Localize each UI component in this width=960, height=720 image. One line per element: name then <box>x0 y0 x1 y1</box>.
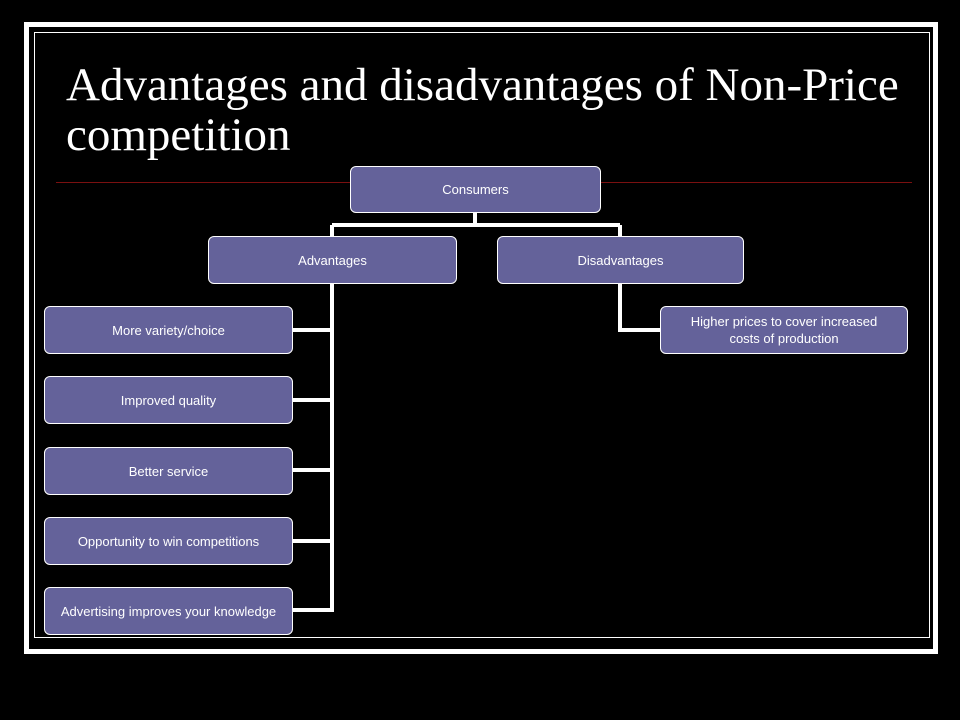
node-advantage-item: Improved quality <box>44 376 293 424</box>
node-advantages: Advantages <box>208 236 457 284</box>
node-disadvantage-item: Higher prices to cover increased costs o… <box>660 306 908 354</box>
slide-border-outer <box>24 22 938 654</box>
slide-title: Advantages and disadvantages of Non-Pric… <box>66 59 899 161</box>
node-consumers: Consumers <box>350 166 601 213</box>
node-advantage-item: Advertising improves your knowledge <box>44 587 293 635</box>
slide-border-inner <box>34 32 930 638</box>
node-advantage-item: Better service <box>44 447 293 495</box>
connector-disadvantage-1 <box>618 283 662 332</box>
connector-root-to-branches <box>330 212 622 237</box>
node-disadvantages: Disadvantages <box>497 236 744 284</box>
node-advantage-item: More variety/choice <box>44 306 293 354</box>
node-advantage-item: Opportunity to win competitions <box>44 517 293 565</box>
